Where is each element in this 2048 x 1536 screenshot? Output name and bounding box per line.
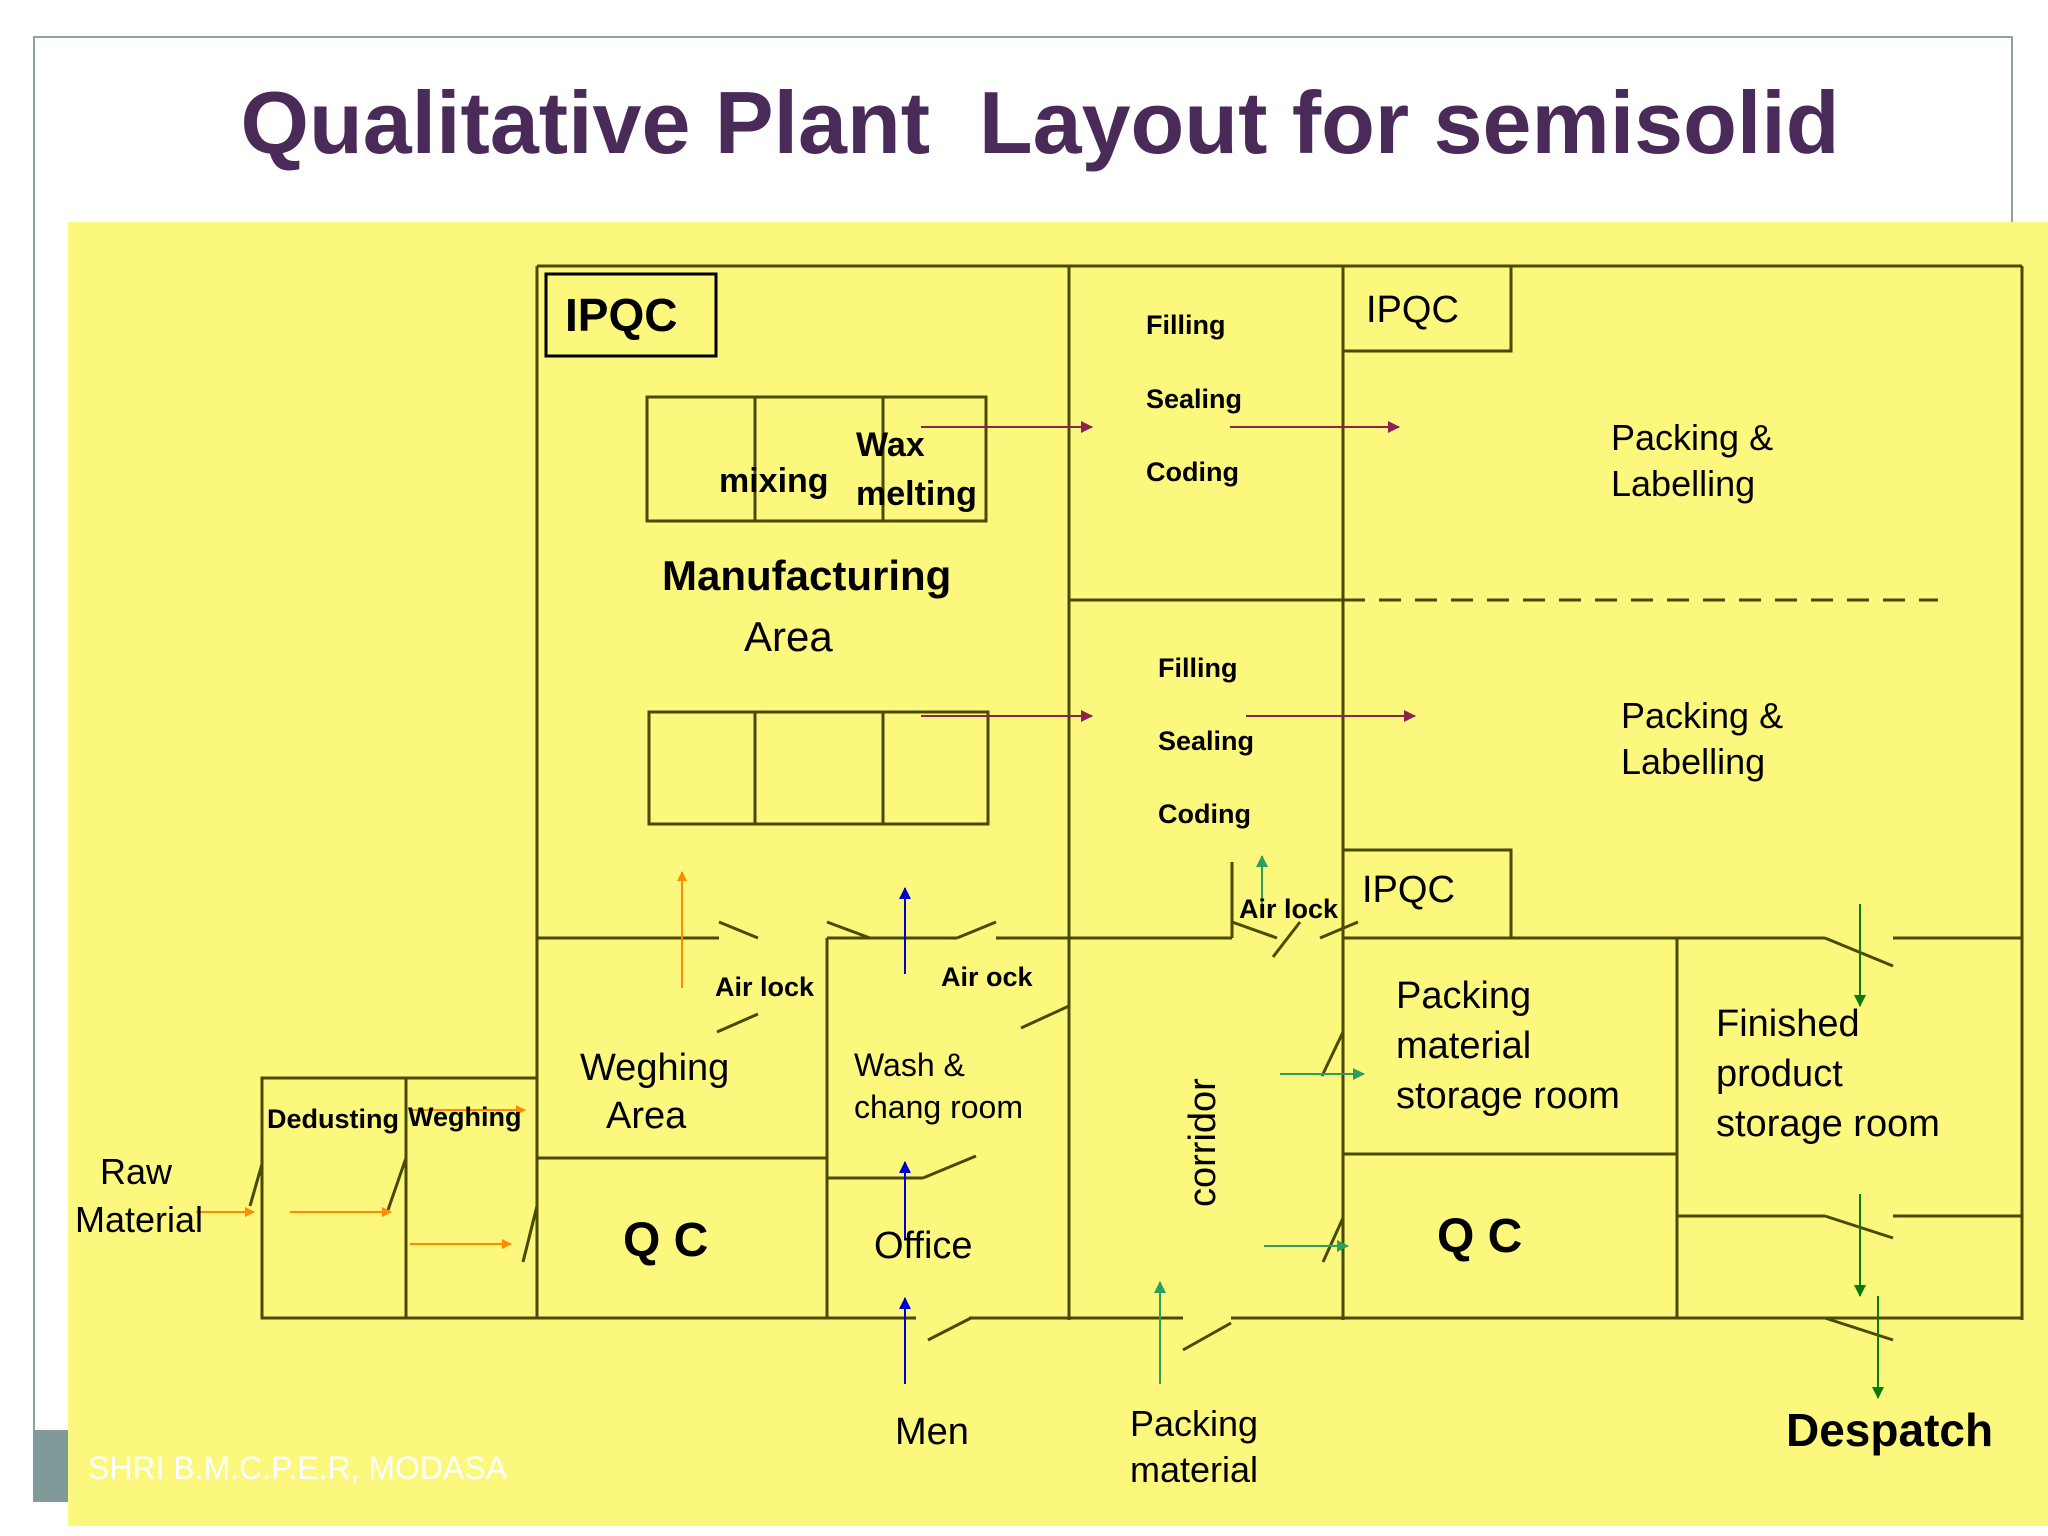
area-label: Area [744,613,833,660]
packing-labelling-2-line2: Labelling [1621,741,1765,782]
diagram-panel [68,222,2048,1526]
packing-material-line2: material [1130,1449,1258,1490]
corridor-label: corridor [1182,1078,1224,1207]
dedusting-label: Dedusting [267,1104,399,1134]
filling-label-1: Filling [1146,310,1225,340]
raw-material-line2: Material [75,1199,203,1240]
coding-label-2: Coding [1158,799,1251,829]
weighing-area-line1: Weghing [580,1047,729,1089]
wax-label: Wax [856,426,925,464]
qc-label-left: Q C [623,1214,708,1267]
ipqc-main-label: IPQC [565,289,677,341]
footer-text: SHRI B.M.C.P.E.R, MODASA [88,1450,508,1486]
airlock-label-3: Air lock [1239,894,1339,924]
packing-labelling-1-line1: Packing & [1611,417,1773,458]
melting-label: melting [856,475,977,513]
packing-labelling-2-line1: Packing & [1621,695,1783,736]
mixing-label: mixing [719,462,829,500]
packing-material-flow-arrows [1154,855,1365,1384]
office-label: Office [874,1225,973,1267]
despatch-label: Despatch [1786,1404,1993,1456]
ipqc-label-top: IPQC [1366,289,1459,331]
despatch-flow-arrows [1854,904,1884,1399]
ipqc-main-box [544,272,718,358]
weghing-small-label: Weghing [408,1102,521,1132]
product-flow-arrows [921,421,1416,722]
filling-label-2: Filling [1158,653,1237,683]
men-label: Men [895,1411,969,1453]
raw-material-line1: Raw [100,1151,173,1192]
weighing-area-line2: Area [606,1095,687,1137]
slide-accent-bar [33,1430,69,1502]
wash-room-line1: Wash & [854,1047,965,1083]
pm-store-line3: storage room [1396,1075,1620,1117]
manufacturing-label: Manufacturing [662,552,951,599]
plant-layout-diagram: IPQC Wax melting mixing Manufacturing Ar… [75,264,2024,1490]
packing-labelling-1-line2: Labelling [1611,463,1755,504]
page-title: Qualitative Plant Layout for semisolid [240,73,1840,172]
ipqc-label-bottom: IPQC [1362,869,1455,911]
pm-store-line2: material [1396,1025,1531,1067]
fp-store-line3: storage room [1716,1103,1940,1145]
airlock-label-1: Air lock [715,972,815,1002]
sealing-label-2: Sealing [1158,726,1254,756]
raw-material-flow-arrows [196,871,687,1249]
sealing-label-1: Sealing [1146,384,1242,414]
pm-store-line1: Packing [1396,975,1531,1017]
wash-room-line2: chang room [854,1089,1023,1125]
airlock-label-2: Air ock [941,962,1034,992]
packing-material-line1: Packing [1130,1403,1258,1444]
walls [248,264,2024,1352]
fp-store-line1: Finished [1716,1003,1860,1045]
qc-label-right: Q C [1437,1210,1522,1263]
coding-label-1: Coding [1146,457,1239,487]
fp-store-line2: product [1716,1053,1843,1095]
